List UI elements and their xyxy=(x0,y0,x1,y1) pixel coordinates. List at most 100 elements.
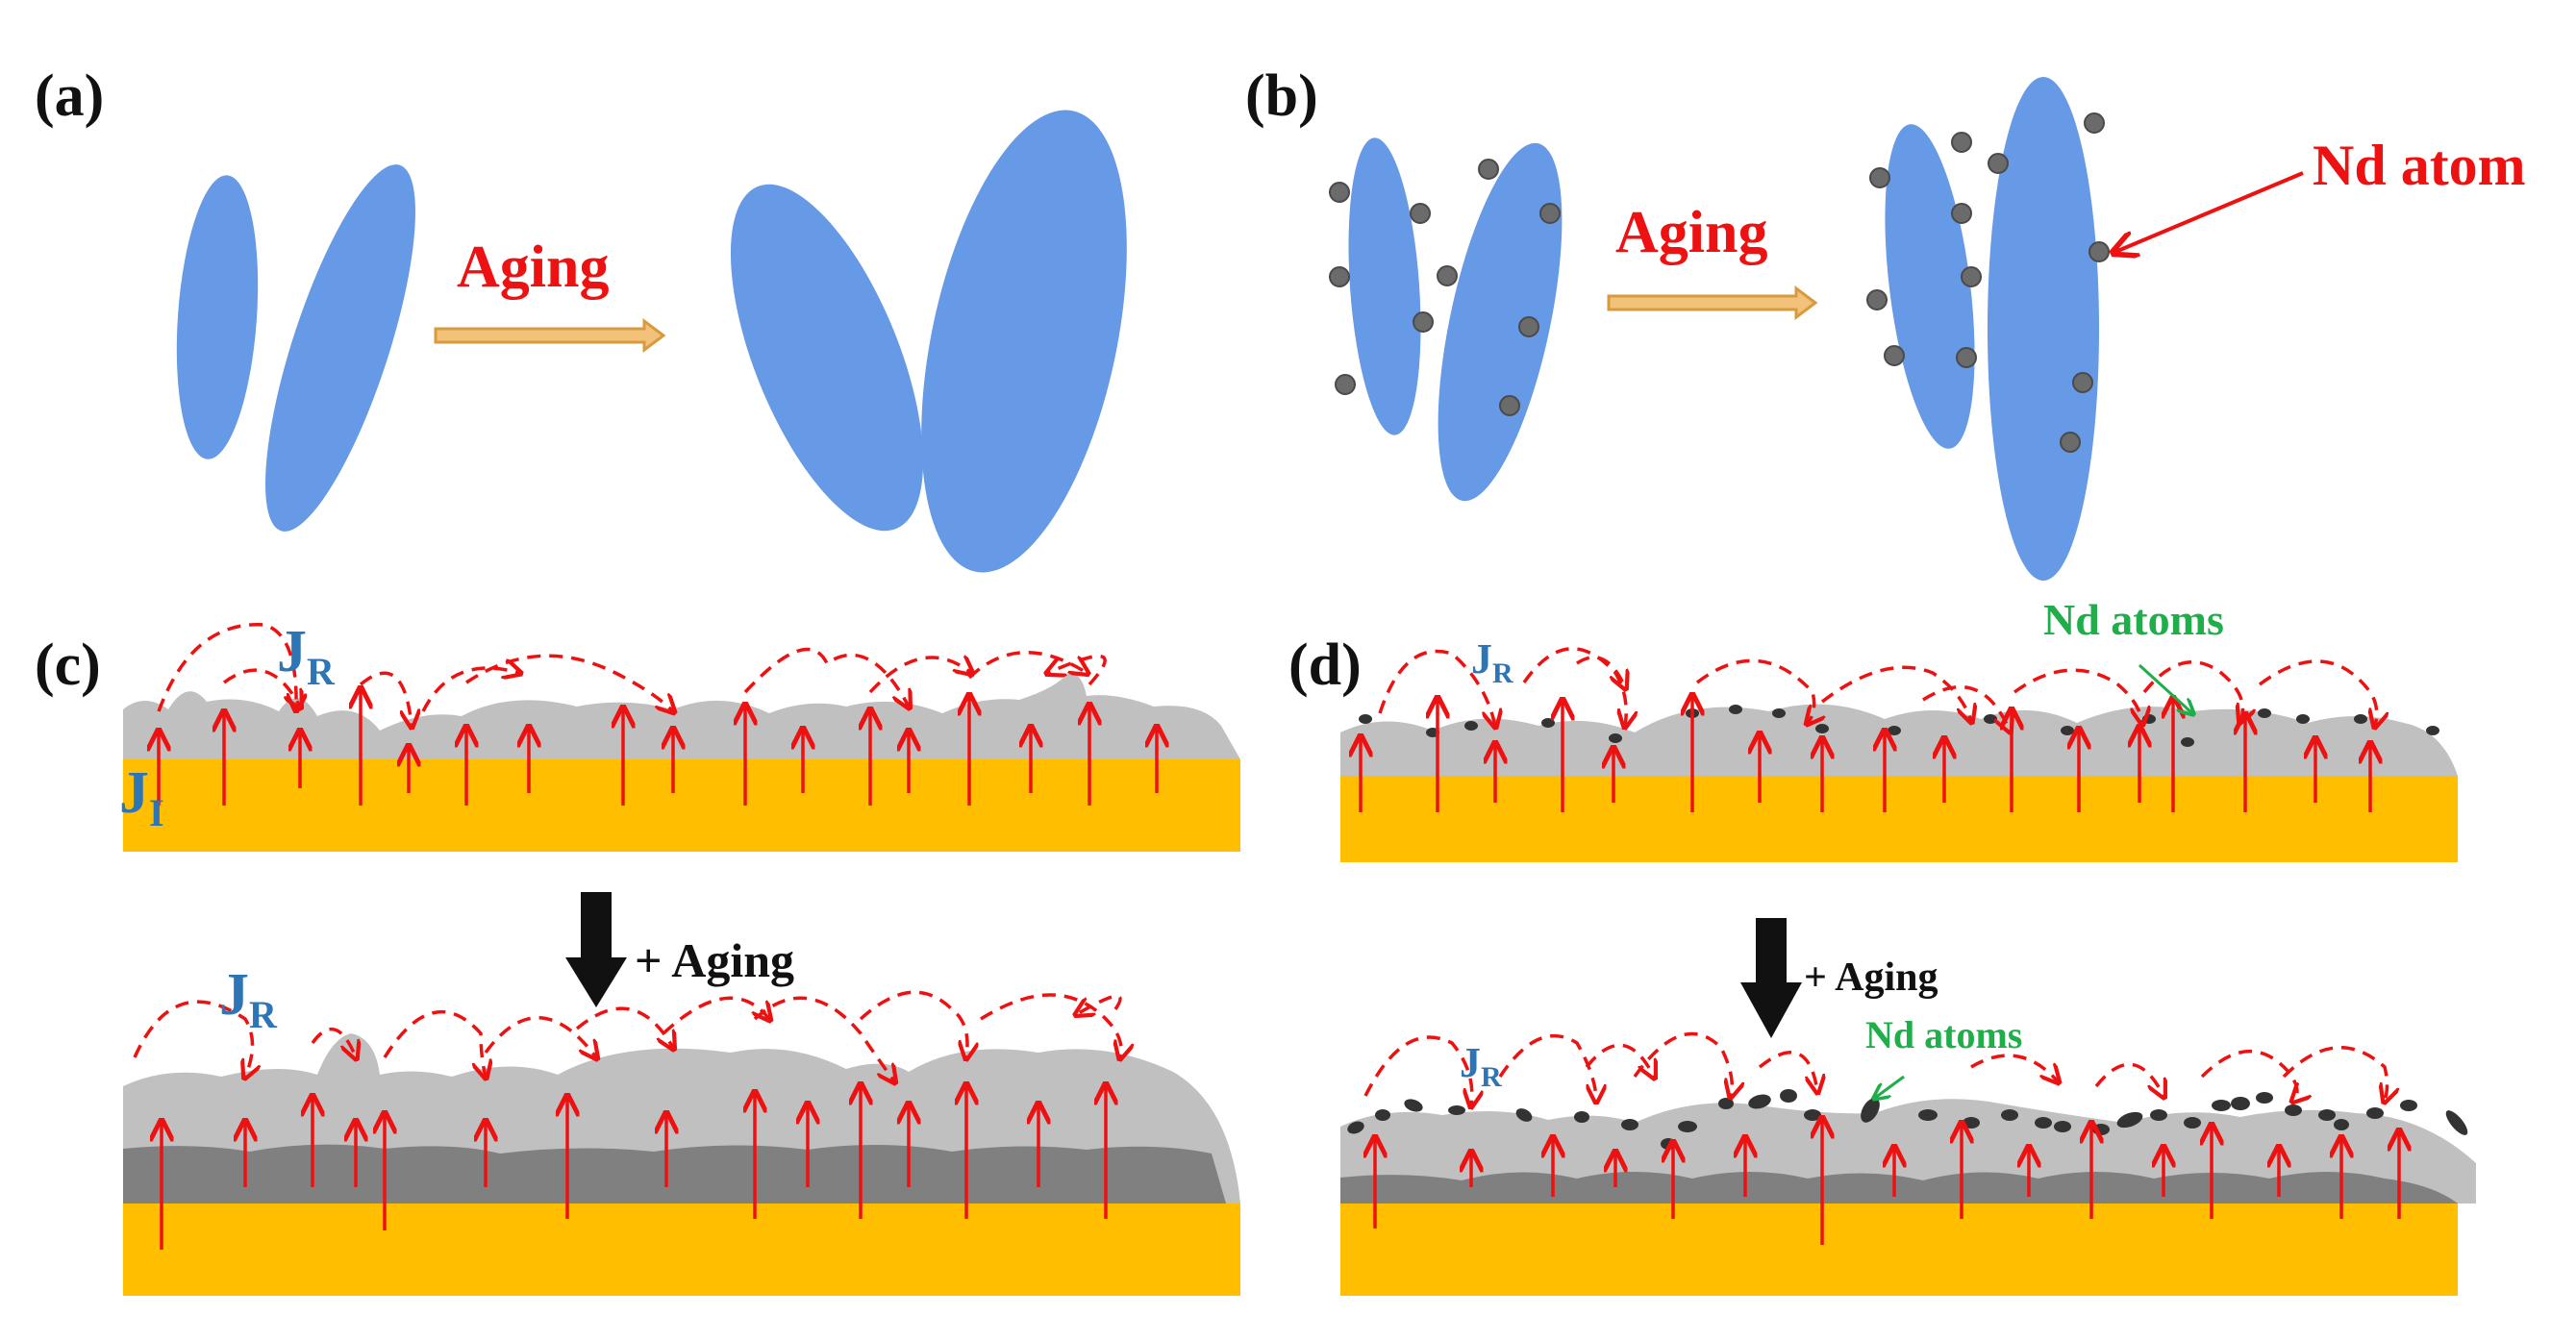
nd-atom xyxy=(1499,395,1520,416)
grain-large-after xyxy=(921,110,1127,573)
nd-atoms-b-before xyxy=(1329,159,1561,416)
reflux-arc xyxy=(859,990,967,1057)
nd-atom xyxy=(2092,1124,2110,1135)
nd-atom xyxy=(1437,265,1458,286)
nd-atom xyxy=(2054,1121,2071,1132)
nd-atom xyxy=(2400,1100,2417,1111)
injection-arrows-d xyxy=(1361,697,2370,812)
nd-atom xyxy=(1772,708,1786,718)
nd-atom xyxy=(1869,167,1890,188)
nd-atom xyxy=(2060,432,2081,453)
reflux-arrows-c xyxy=(157,623,1107,726)
reflux-arc xyxy=(743,647,909,707)
nd-atoms-pointer-d xyxy=(2138,663,2192,713)
panel-b: (b) Aging xyxy=(1245,63,2526,581)
nd-atoms-b-after xyxy=(1866,112,2110,453)
nd-atom xyxy=(2061,726,2074,735)
nd-atom xyxy=(1539,203,1561,224)
panel-a: (a) Aging xyxy=(35,63,1127,573)
deposit-d-bottom-dark xyxy=(1340,1172,2458,1204)
nd-atom xyxy=(1518,316,1539,337)
nd-atom xyxy=(1329,182,1350,203)
nd-atoms-label-d-after: Nd atoms xyxy=(1865,1013,2022,1056)
nd-atom xyxy=(2354,714,2367,724)
grain-small-after xyxy=(730,184,924,532)
reflux-arc xyxy=(1633,1031,1732,1096)
reflux-arc xyxy=(1922,684,2010,731)
panel-c: (c) xyxy=(35,619,1240,1296)
nd-atom xyxy=(2334,1119,2349,1130)
nd-atoms-pointer-d-after xyxy=(1875,1075,1905,1098)
panel-c-label: (c) xyxy=(35,633,101,698)
nd-atom xyxy=(1541,718,1555,728)
nd-atom xyxy=(1956,347,1977,368)
nd-atoms-label-d: Nd atoms xyxy=(2043,595,2224,644)
aging-arrow-b xyxy=(1607,285,1818,320)
reflux-arc xyxy=(1585,1043,1654,1077)
nd-atom xyxy=(1963,1117,1980,1129)
nd-atom xyxy=(2150,1109,2167,1121)
nd-atom xyxy=(1804,1109,1821,1121)
reflux-arc xyxy=(2013,668,2142,723)
reflux-arc xyxy=(1077,994,1122,1014)
reflux-arc xyxy=(2282,1046,2388,1101)
nd-atom xyxy=(1729,705,1742,714)
reflux-arc xyxy=(311,1027,356,1057)
nd-atom xyxy=(1961,266,1982,287)
nd-atom xyxy=(1335,374,1356,395)
reflux-arc xyxy=(1695,658,1814,723)
nd-atom xyxy=(1515,1108,1533,1122)
reflux-arc xyxy=(753,996,894,1081)
nd-atom xyxy=(1413,311,1434,333)
grain-small-before xyxy=(176,175,259,459)
reflux-arc xyxy=(1522,647,1626,726)
reflux-arc xyxy=(662,996,769,1035)
nd-atom xyxy=(1464,721,1478,731)
nd-atom xyxy=(1621,1119,1638,1130)
nd-atom xyxy=(2256,1092,2273,1104)
nd-atom xyxy=(1748,1094,1771,1109)
nd-atom xyxy=(1609,733,1622,743)
reflux-arc xyxy=(1970,1054,2058,1081)
nd-atom xyxy=(1780,1089,1797,1103)
injection-arrows-d-after xyxy=(1375,1120,2399,1245)
step-text-d: + Aging xyxy=(1804,955,1938,1000)
substrate-c-bottom xyxy=(123,1204,1240,1296)
nd-atom xyxy=(2231,1097,2250,1110)
reflux-arc xyxy=(1820,665,1971,721)
nd-atom xyxy=(2072,372,2093,393)
injection-arrows-c-after xyxy=(162,1086,1106,1250)
reflux-arc xyxy=(2094,1062,2163,1096)
nd-atom xyxy=(2088,241,2110,262)
reflux-arc xyxy=(1048,654,1107,686)
reflux-label-d-after: JR xyxy=(1460,1039,1502,1093)
callout-arrow xyxy=(2115,171,2304,252)
reflux-arc xyxy=(2200,1049,2297,1101)
down-arrow-c-head xyxy=(565,957,627,1007)
nd-atom xyxy=(2084,112,2105,134)
nd-atom xyxy=(2184,1117,2201,1129)
reflux-arc xyxy=(157,623,296,711)
deposit-c-top xyxy=(123,672,1240,759)
nd-atom xyxy=(2296,714,2310,724)
nd-atom xyxy=(1866,289,1888,310)
nd-atom xyxy=(2116,1111,2143,1129)
injection-arrows-c xyxy=(159,690,1157,806)
reflux-label-d: JR xyxy=(1471,635,1513,689)
deposit-c-bottom-dark xyxy=(123,1144,1226,1204)
nd-atom xyxy=(2258,708,2271,718)
grain-b-large-before xyxy=(1438,142,1563,502)
down-arrow-d-head xyxy=(1740,982,1802,1038)
injection-label-c: JI xyxy=(119,760,164,834)
panel-a-label: (a) xyxy=(35,63,104,129)
reflux-arc xyxy=(1363,1035,1472,1105)
nd-atom xyxy=(2318,1109,2336,1121)
reflux-arc xyxy=(383,1009,486,1077)
nd-atom xyxy=(2445,1110,2468,1135)
panel-d: (d) xyxy=(1288,595,2476,1296)
nd-atom xyxy=(1951,203,1972,224)
reflux-arc xyxy=(222,668,300,707)
aging-arrow-a xyxy=(434,318,666,353)
reflux-arc xyxy=(2258,659,2377,726)
substrate-c-top xyxy=(123,759,1240,852)
